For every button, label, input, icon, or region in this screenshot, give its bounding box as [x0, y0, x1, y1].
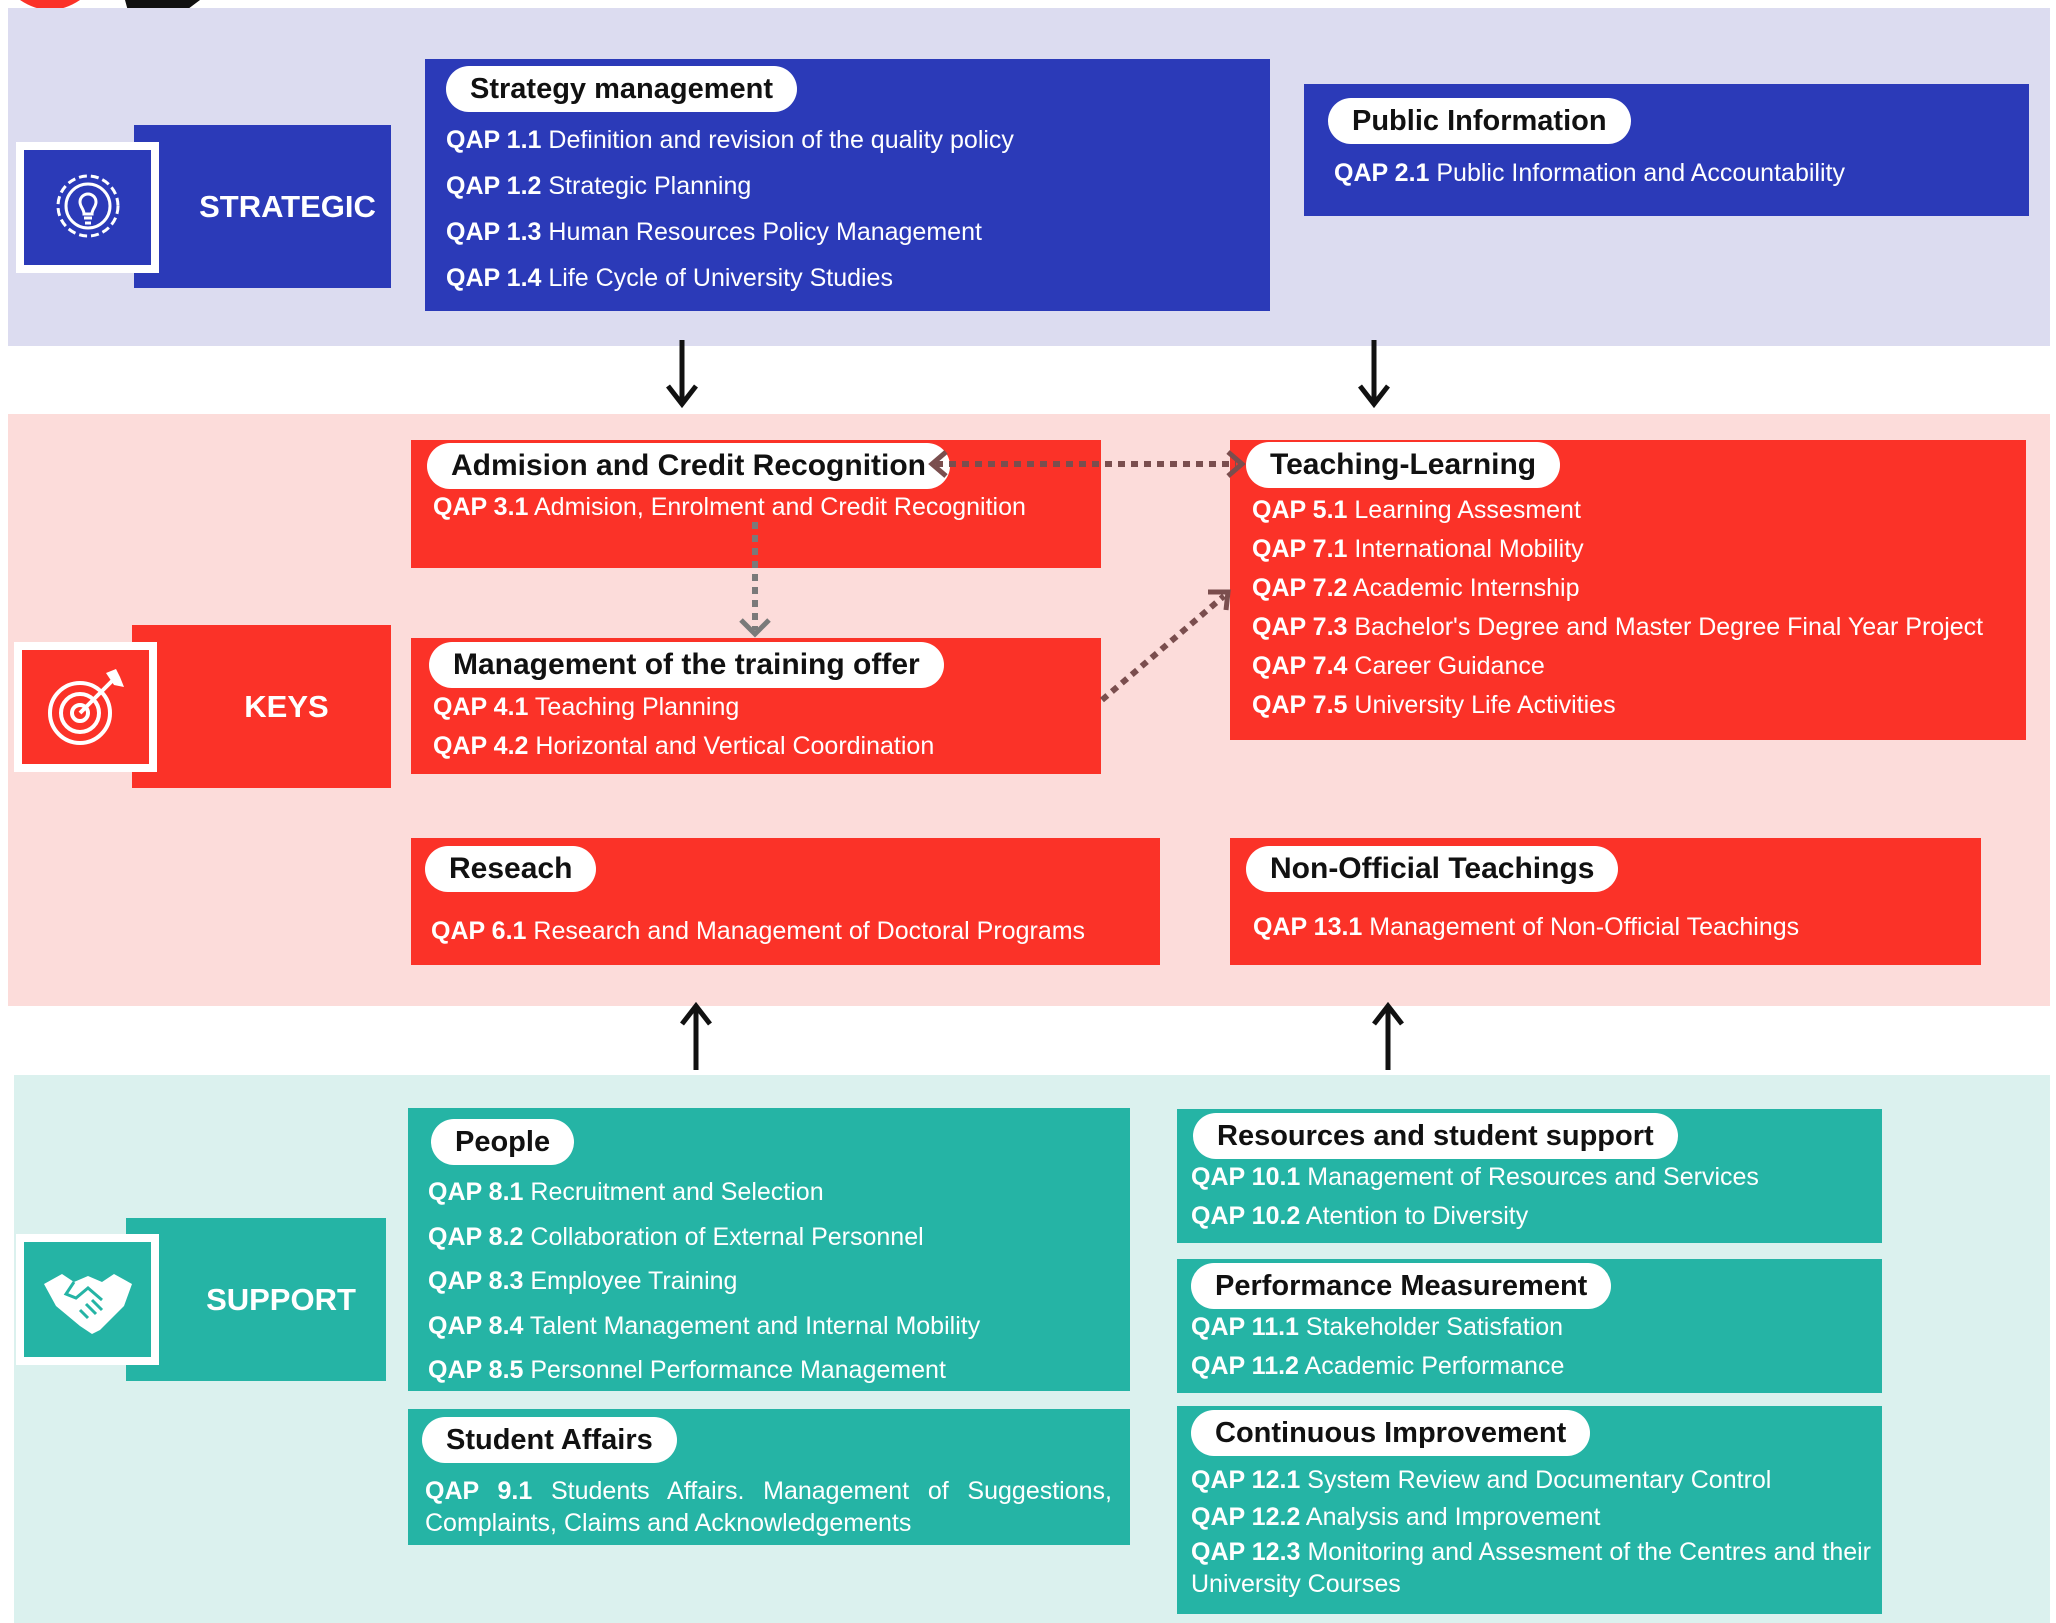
resources-title: Resources and student support [1193, 1113, 1678, 1159]
list-item: QAP 13.1 Management of Non-Official Teac… [1253, 913, 1800, 941]
list-item: QAP 6.1 Research and Management of Docto… [431, 917, 1086, 945]
list-item: QAP 1.3 Human Resources Policy Managemen… [446, 218, 982, 246]
list-item: QAP 10.2 Atention to Diversity [1191, 1202, 1529, 1230]
arrow-people-up [680, 1001, 712, 1070]
list-item: QAP 1.2 Strategic Planning [446, 172, 752, 200]
strategy-management-title: Strategy management [446, 66, 797, 112]
support-label: SUPPORT [126, 1218, 386, 1381]
training-offer-list: QAP 4.1 Teaching Planning QAP 4.2 Horizo… [433, 688, 934, 766]
performance-title: Performance Measurement [1191, 1263, 1612, 1309]
training-offer-box: Management of the training offer QAP 4.1… [411, 638, 1101, 774]
list-item: QAP 8.4 Talent Management and Internal M… [428, 1311, 981, 1340]
research-title: Reseach [425, 846, 597, 892]
non-official-title: Non-Official Teachings [1246, 846, 1619, 892]
list-item: QAP 2.1 Public Information and Accountab… [1334, 159, 1845, 187]
research-box: Reseach QAP 6.1 Research and Management … [411, 838, 1160, 965]
student-affairs-title: Student Affairs [422, 1417, 677, 1463]
training-offer-title: Management of the training offer [429, 642, 944, 688]
list-item: QAP 5.1 Learning Assesment [1252, 496, 1581, 524]
target-arrow-icon [47, 669, 124, 745]
list-item: QAP 7.2 Academic Internship [1252, 574, 1580, 602]
corner-red-shape [20, 0, 80, 10]
list-item: QAP 7.5 University Life Activities [1252, 691, 1616, 719]
list-item: QAP 10.1 Management of Resources and Ser… [1191, 1163, 1759, 1191]
handshake-icon [43, 1273, 132, 1334]
list-item: QAP 8.3 Employee Training [428, 1267, 738, 1295]
people-box: People QAP 8.1 Recruitment and Selection… [408, 1108, 1130, 1391]
teaching-learning-box: Teaching-Learning QAP 5.1 Learning Asses… [1230, 440, 2026, 740]
teaching-learning-list: QAP 5.1 Learning Assesment QAP 7.1 Inter… [1252, 491, 1983, 725]
strategic-icon-box [16, 142, 159, 273]
list-item: QAP 11.2 Academic Performance [1191, 1352, 1565, 1380]
list-item: QAP 1.1 Definition and revision of the q… [446, 126, 1014, 154]
list-item: QAP 7.1 International Mobility [1252, 535, 1584, 563]
list-item: QAP 8.2 Collaboration of External Person… [428, 1222, 924, 1251]
strategic-label-text: STRATEGIC [199, 188, 376, 224]
strategic-label: STRATEGIC [134, 125, 391, 288]
list-item: QAP 7.3 Bachelor's Degree and Master Deg… [1252, 613, 1984, 641]
admission-title: Admision and Credit Recognition [427, 443, 951, 489]
list-item: QAP 9.1 Students Affairs. Management of … [425, 1477, 1112, 1537]
list-item: QAP 4.1 Teaching Planning [433, 693, 740, 721]
list-item: QAP 11.1 Stakeholder Satisfation [1191, 1313, 1564, 1341]
student-affairs-list: QAP 9.1 Students Affairs. Management of … [425, 1475, 1112, 1539]
continuous-box: Continuous Improvement QAP 12.1 System R… [1177, 1406, 1882, 1614]
strategy-management-box: Strategy management QAP 1.1 Definition a… [425, 59, 1270, 311]
student-affairs-box: Student Affairs QAP 9.1 Students Affairs… [408, 1409, 1130, 1545]
resources-box: Resources and student support QAP 10.1 M… [1177, 1109, 1882, 1243]
performance-list: QAP 11.1 Stakeholder Satisfation QAP 11.… [1191, 1308, 1564, 1386]
non-official-list: QAP 13.1 Management of Non-Official Teac… [1253, 908, 1799, 947]
admission-list: QAP 3.1 Admision, Enrolment and Credit R… [433, 488, 1026, 527]
public-information-title: Public Information [1328, 98, 1631, 144]
lightbulb-gear-icon [56, 174, 119, 237]
list-item: QAP 8.5 Personnel Performance Management [428, 1356, 946, 1384]
keys-icon-box [14, 642, 157, 772]
keys-label-text: KEYS [244, 688, 329, 724]
performance-box: Performance Measurement QAP 11.1 Stakeho… [1177, 1259, 1882, 1393]
teaching-learning-title: Teaching-Learning [1246, 442, 1561, 488]
continuous-list: QAP 12.1 System Review and Documentary C… [1191, 1462, 1871, 1600]
list-item: QAP 12.3 Monitoring and Assesment of the… [1191, 1538, 1872, 1598]
arrow-strategy-down [666, 340, 698, 409]
public-information-list: QAP 2.1 Public Information and Accountab… [1334, 154, 1845, 193]
list-item: QAP 12.2 Analysis and Improvement [1191, 1503, 1601, 1531]
people-list: QAP 8.1 Recruitment and Selection QAP 8.… [428, 1170, 980, 1393]
list-item: QAP 3.1 Admision, Enrolment and Credit R… [433, 493, 1026, 521]
keys-label: KEYS [132, 625, 391, 788]
research-list: QAP 6.1 Research and Management of Docto… [431, 912, 1085, 951]
list-item: QAP 8.1 Recruitment and Selection [428, 1178, 824, 1206]
resources-list: QAP 10.1 Management of Resources and Ser… [1191, 1158, 1759, 1236]
support-icon-box [16, 1234, 159, 1365]
list-item: QAP 4.2 Horizontal and Vertical Coordina… [433, 732, 935, 760]
non-official-box: Non-Official Teachings QAP 13.1 Manageme… [1230, 838, 1981, 965]
admission-box: Admision and Credit Recognition QAP 3.1 … [411, 440, 1101, 568]
list-item: QAP 7.4 Career Guidance [1252, 652, 1545, 680]
arrow-public-down [1358, 340, 1390, 409]
support-label-text: SUPPORT [206, 1281, 356, 1317]
arrow-resources-up [1372, 1001, 1404, 1070]
continuous-title: Continuous Improvement [1191, 1410, 1591, 1456]
list-item: QAP 12.1 System Review and Documentary C… [1191, 1466, 1772, 1494]
strategy-management-list: QAP 1.1 Definition and revision of the q… [446, 117, 1014, 301]
public-information-box: Public Information QAP 2.1 Public Inform… [1304, 84, 2029, 216]
people-title: People [431, 1119, 575, 1165]
list-item: QAP 1.4 Life Cycle of University Studies [446, 264, 893, 292]
